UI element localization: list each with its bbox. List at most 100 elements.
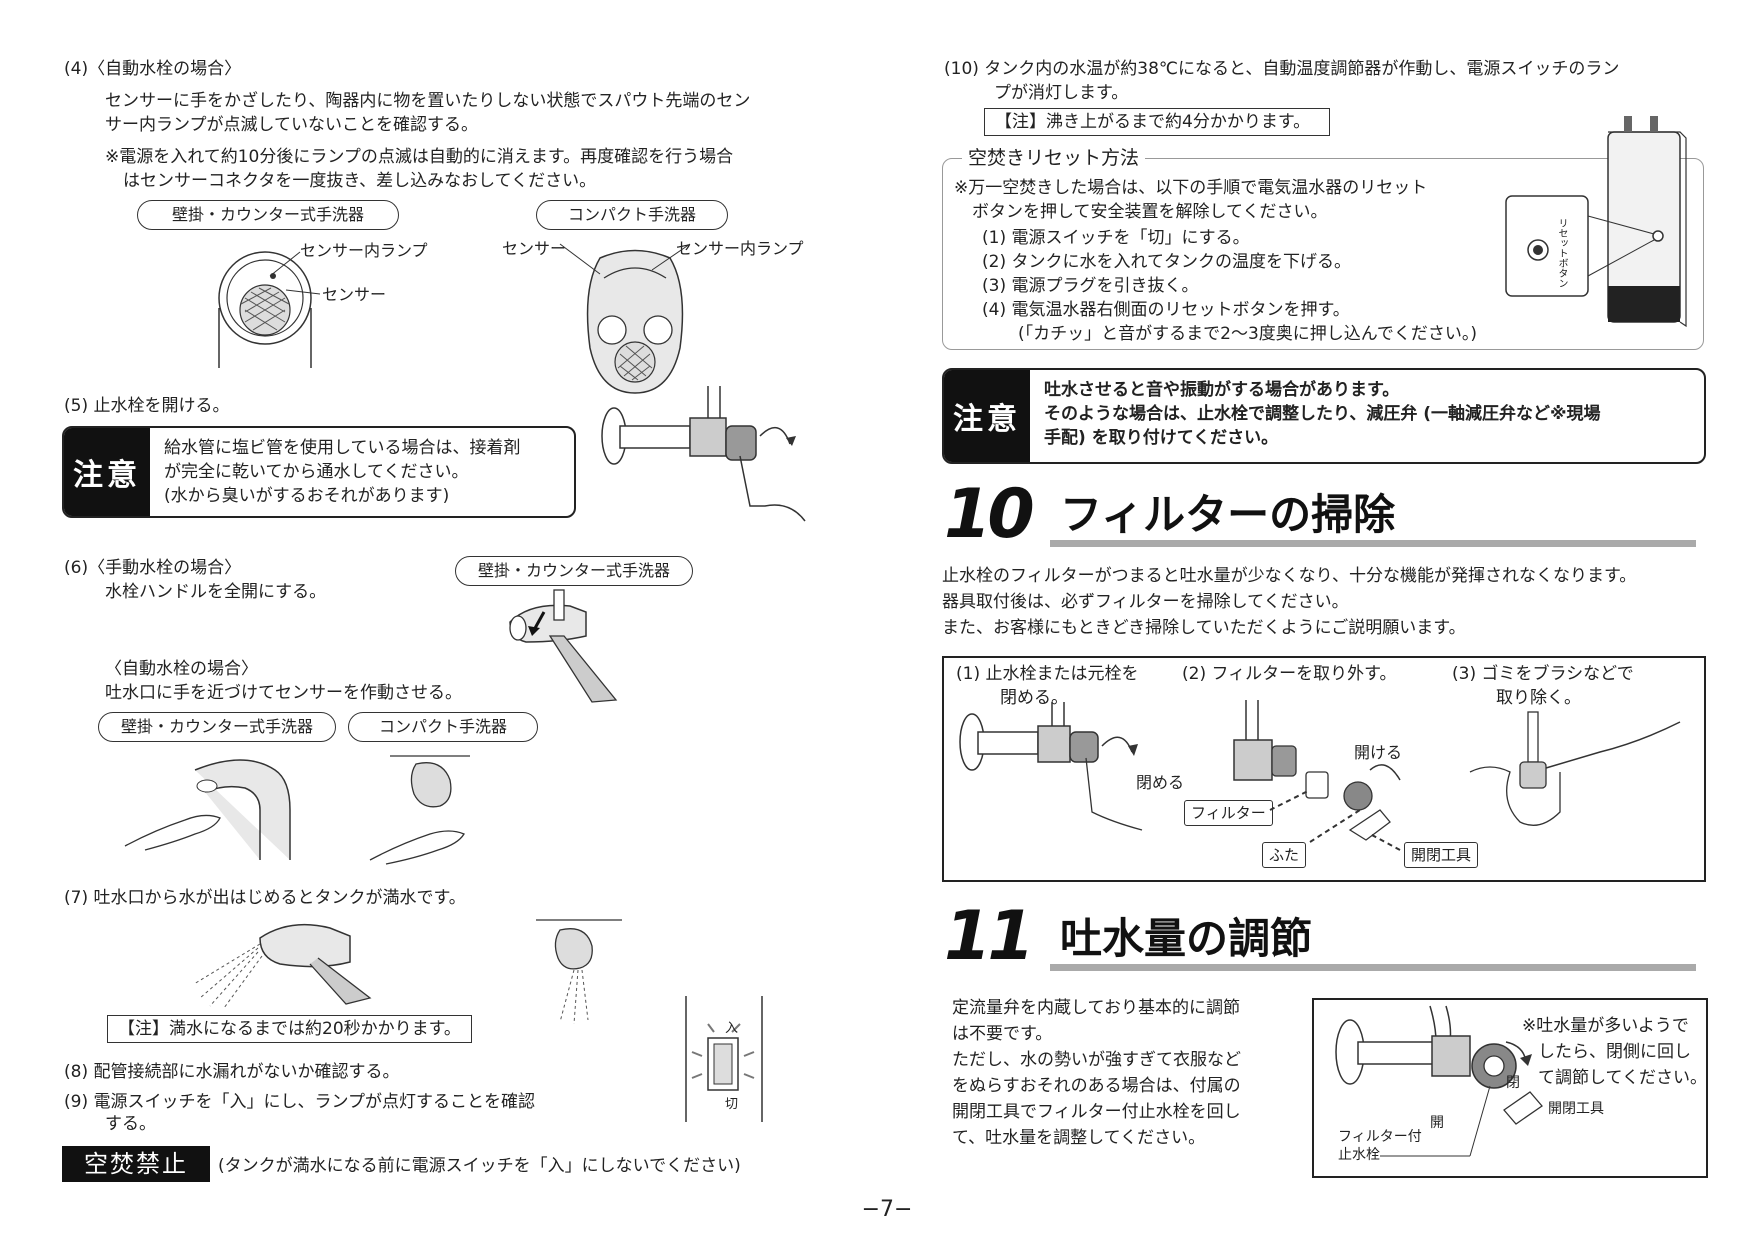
leader-lines-a: [269, 251, 321, 295]
caution-line3: (水から臭いがするおそれがあります): [164, 486, 450, 506]
filter-step2: (2) フィルターを取り外す。: [1182, 664, 1397, 684]
power-switch-illustration: [685, 996, 763, 1122]
section-10-p2: 器具取付後は、必ずフィルターを掃除してください。: [942, 592, 1349, 612]
pill-wall-counter: 壁掛・カウンター式手洗器: [137, 200, 399, 230]
step-4-note1: ※電源を入れて約10分後にランプの点滅は自動的に消えます。再度確認を行う場合: [105, 147, 734, 167]
step-6-text: 水栓ハンドルを全開にする。: [105, 582, 327, 602]
tag-filter: フィルター: [1184, 800, 1273, 826]
section-11-p4: をぬらすおそれのある場合は、付属の: [952, 1076, 1241, 1096]
section-10-p3: また、お客様にもときどき掃除していただくようにご説明願います。: [942, 618, 1466, 638]
caution-line1: 給水管に塩ビ管を使用している場合は、接着剤: [164, 438, 521, 458]
filter-steps-box: [942, 656, 1706, 882]
caution-box-vibration: 注意 吐水させると音や振動がする場合があります。 そのような場合は、止水栓で調整…: [942, 368, 1706, 464]
compact-faucet-sensor-illustration: [559, 243, 691, 394]
reset-line1: ※万一空焚きした場合は、以下の手順で電気温水器のリセット: [954, 178, 1428, 198]
caution-line2: が完全に乾いてから通水してください。: [164, 462, 469, 482]
brush-cleaning-illustration: [1469, 711, 1681, 826]
pill-wall-counter-2: 壁掛・カウンター式手洗器: [455, 556, 693, 586]
step-10-line1: (10) タンク内の水温が約38℃になると、自動温度調節器が作動し、電源スイッチ…: [944, 59, 1620, 79]
auto-text: 吐水口に手を近づけてセンサーを作動させる。: [105, 683, 462, 703]
label-valve-line2: 止水栓: [1338, 1147, 1380, 1163]
filter-step3a: (3) ゴミをブラシなどで: [1452, 664, 1634, 684]
pill-wall-counter-3: 壁掛・カウンター式手洗器: [98, 712, 336, 742]
label-tool-2: 開閉工具: [1548, 1101, 1604, 1117]
reset-step4: (4) 電気温水器右側面のリセットボタンを押す。: [982, 300, 1350, 320]
flow-adjust-box: [1312, 998, 1708, 1178]
step-4-heading: (4)〈自動水栓の場合〉: [64, 59, 242, 79]
flow-adjust-valve-illustration: [1335, 1005, 1543, 1157]
section-11-title: 吐水量の調節: [1060, 914, 1313, 963]
label-sensor-lamp-b: センサー内ランプ: [676, 239, 804, 258]
flow-note1: ※吐水量が多いようで: [1522, 1016, 1689, 1036]
prohibit-label: 空焚禁止: [62, 1146, 210, 1182]
pill-compact: コンパクト手洗器: [536, 200, 728, 230]
filter-step1a: (1) 止水栓または元栓を: [956, 664, 1139, 684]
label-close-2: 閉: [1506, 1075, 1520, 1091]
filter-close-valve-illustration: [959, 702, 1143, 831]
reset-button-label: リセットボタン: [1556, 218, 1567, 288]
section-10-p1: 止水栓のフィルターがつまると吐水量が少なくなり、十分な機能が発揮されなくなります…: [942, 566, 1637, 586]
water-heater-illustration: [1505, 116, 1687, 328]
caution2-label: 注意: [944, 370, 1030, 462]
caution2-line1: 吐水させると音や振動がする場合があります。: [1044, 380, 1400, 400]
step-4-note2: はセンサーコネクタを一度抜き、差し込みなおしてください。: [123, 171, 597, 191]
auto-heading: 〈自動水栓の場合〉: [105, 659, 258, 679]
filter-step3b: 取り除く。: [1496, 688, 1581, 708]
switch-off-label: 切: [725, 1097, 739, 1112]
step-8-text: (8) 配管接続部に水漏れがないか確認する。: [64, 1062, 400, 1082]
label-sensor-lamp-a: センサー内ランプ: [300, 241, 428, 260]
step-4-line1: センサーに手をかざしたり、陶器内に物を置いたりしない状態でスパウト先端のセン: [105, 91, 751, 111]
reset-step2: (2) タンクに水を入れてタンクの温度を下げる。: [982, 252, 1351, 272]
section-10-title: フィルターの掃除: [1060, 490, 1396, 539]
step-6-heading: (6)〈手動水栓の場合〉: [64, 558, 242, 578]
label-sensor-a: センサー: [322, 285, 387, 304]
reset-step1: (1) 電源スイッチを「切」にする。: [982, 228, 1250, 248]
section-11-p2: は不要です。: [952, 1024, 1053, 1044]
reset-line2: ボタンを押して安全装置を解除してください。: [972, 202, 1328, 222]
page-number: −7−: [861, 1197, 913, 1222]
section-11-bar: [1050, 964, 1696, 971]
step-10-line2: プが消灯します。: [994, 83, 1129, 103]
step-9-line1: (9) 電源スイッチを「入」にし、ランプが点灯することを確認: [64, 1092, 535, 1112]
section-11-p1: 定流量弁を内蔵しており基本的に調節: [952, 998, 1240, 1018]
flow-note2: したら、閉側に回し: [1538, 1042, 1691, 1062]
flow-note3: て調節してください。: [1538, 1068, 1707, 1088]
section-11-p3: ただし、水の勢いが強すぎて衣服など: [952, 1050, 1241, 1070]
note-fill-time: 【注】満水になるまでは約20秒かかります。: [107, 1015, 472, 1043]
tag-leader-lines: [1269, 789, 1401, 851]
filter-removal-illustration: [1233, 700, 1401, 841]
step-4-line2: サー内ランプが点滅していないことを確認する。: [105, 115, 478, 135]
tag-cap: ふた: [1262, 842, 1307, 868]
step-5-text: (5) 止水栓を開ける。: [64, 396, 230, 416]
water-flow-compact-illustration: [536, 919, 622, 1025]
reset-step3: (3) 電源プラグを引き抜く。: [982, 276, 1199, 296]
section-11-p5: 開閉工具でフィルター付止水栓を回し: [952, 1102, 1241, 1122]
caution2-line2: そのような場合は、止水栓で調整したり、減圧弁 (一軸減圧弁など※現場: [1044, 404, 1601, 424]
note-heat-time: 【注】沸き上がるまで約4分かかります。: [984, 108, 1330, 136]
label-open-2: 開: [1430, 1115, 1444, 1131]
section-11-p6: て、吐水量を調整してください。: [952, 1128, 1206, 1148]
caution2-line3: 手配) を取り付けてください。: [1044, 428, 1279, 448]
caution-box-pvc: 注意 給水管に塩ビ管を使用している場合は、接着剤 が完全に乾いてから通水してくだ…: [62, 426, 576, 518]
label-open: 開ける: [1354, 743, 1403, 762]
label-close: 閉める: [1136, 773, 1185, 792]
compact-faucet-hand-illustration: [369, 755, 470, 865]
manual-faucet-handle-illustration: [509, 589, 618, 703]
reset-step4b: (「カチッ」と音がするまで2〜3度奥に押し込んでください。): [1018, 324, 1478, 344]
pill-compact-2: コンパクト手洗器: [348, 712, 538, 742]
section-11-number: 11: [944, 897, 1035, 976]
label-valve-line1: フィルター付: [1338, 1129, 1422, 1145]
step-7-text: (7) 吐水口から水が出はじめるとタンクが満水です。: [64, 888, 466, 908]
stop-valve-open-illustration: [601, 386, 806, 522]
prohibit-text: (タンクが満水になる前に電源スイッチを「入」にしないでください): [218, 1156, 741, 1176]
reset-title: 空焚きリセット方法: [962, 146, 1146, 170]
switch-on-label: 入: [725, 1021, 739, 1036]
step-9-line2: する。: [105, 1114, 156, 1134]
tag-tool: 開閉工具: [1404, 842, 1479, 868]
section-10-number: 10: [944, 475, 1035, 554]
water-flow-wall-illustration: [193, 923, 372, 1009]
label-sensor-b: センサー: [502, 239, 567, 258]
caution-label: 注意: [64, 428, 150, 516]
auto-faucet-hand-illustration: [124, 759, 291, 860]
section-10-bar: [1050, 540, 1696, 547]
